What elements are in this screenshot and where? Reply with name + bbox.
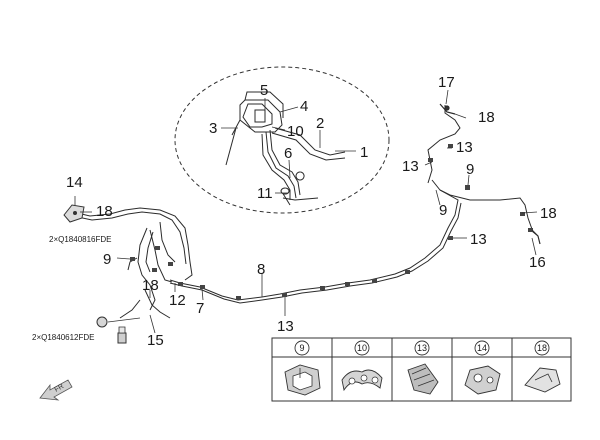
legend-table: 9 10 13 14 18 [271,337,572,402]
clip-9-illustration [284,364,321,396]
callout-13-mid-right: 13 [402,158,419,175]
callout-16: 16 [529,254,546,271]
clip-14-illustration [464,365,501,395]
callout-12: 12 [169,292,186,309]
callout-9-right-lower: 9 [439,202,447,219]
callout-9-left: 9 [103,251,111,268]
callout-4: 4 [300,98,308,115]
callout-1: 1 [360,144,368,161]
left-harness-cluster [72,207,193,319]
legend-label-14: 14 [477,343,487,353]
callout-13-upper-right: 13 [456,139,473,156]
callout-8: 8 [257,261,265,278]
callout-18-left-mid: 18 [142,277,159,294]
callout-9-right-upper: 9 [466,161,474,178]
bolts-15 [96,316,141,344]
front-direction-label: FR [54,383,66,394]
callout-13-bottom: 13 [277,318,294,335]
clip-18-illustration [524,367,561,393]
callout-10: 10 [287,123,304,140]
callout-6: 6 [284,145,292,162]
callout-17: 17 [438,74,455,91]
leader-lines [74,89,538,334]
callout-13-lower-right: 13 [470,231,487,248]
legend-label-18: 18 [537,343,547,353]
part-number-bolt-a: 2×Q1840816FDE [49,235,112,244]
legend-label-10: 10 [357,343,367,353]
callout-15: 15 [147,332,164,349]
clip-13-illustration [407,363,439,395]
callout-3: 3 [209,120,217,137]
callout-7: 7 [196,300,204,317]
callout-numbers: 1 2 3 4 5 6 7 8 9 9 9 10 11 12 13 13 13 … [66,74,557,349]
callout-5: 5 [260,82,268,99]
clip-10-illustration [341,369,383,392]
front-direction-arrow-icon: FR [39,379,73,401]
callout-18-top-right: 18 [478,109,495,126]
callout-18-right: 18 [540,205,557,222]
legend-label-9: 9 [299,343,304,353]
detail-ellipse [174,66,390,214]
callout-14: 14 [66,174,83,191]
legend-label-13: 13 [417,343,427,353]
callout-18-left-top: 18 [96,203,113,220]
main-brake-line [169,105,539,304]
bracket-17 [439,103,456,115]
hose-end-16 [531,229,541,245]
abs-module-assembly [225,91,346,206]
part-number-bolt-b: 2×Q1840612FDE [32,333,95,342]
line-clips [130,144,533,300]
bracket-14 [63,204,85,223]
callout-11: 11 [257,185,273,202]
callout-2: 2 [316,115,324,132]
